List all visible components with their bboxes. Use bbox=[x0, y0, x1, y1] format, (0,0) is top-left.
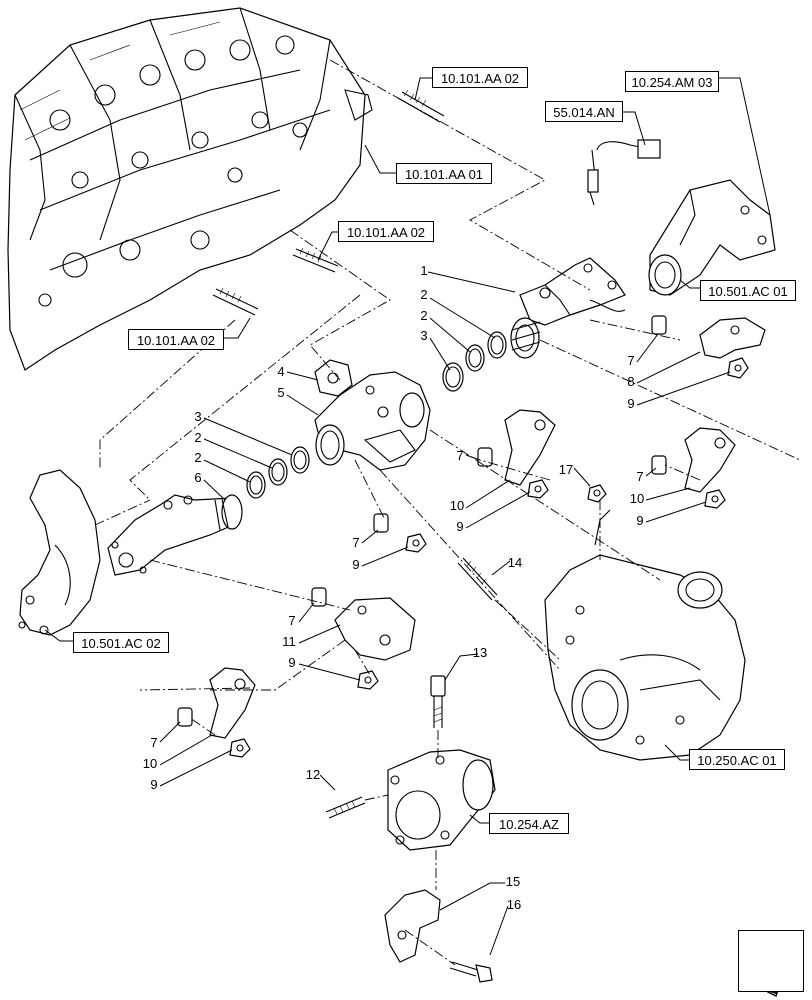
callout-9: 9 bbox=[636, 513, 644, 528]
reference-label-10-101-aa-02-middle[interactable]: 10.101.AA 02 bbox=[338, 221, 434, 242]
reference-label-10-250-ac-01[interactable]: 10.250.AC 01 bbox=[689, 749, 785, 770]
callout-7: 7 bbox=[627, 353, 635, 368]
bushing-7-center bbox=[373, 513, 389, 533]
bolt-16 bbox=[449, 961, 493, 983]
bracket-10-upper bbox=[504, 409, 556, 486]
callout-9: 9 bbox=[150, 777, 158, 792]
nut-9-right bbox=[727, 357, 749, 379]
reference-label-10-254-az[interactable]: 10.254.AZ bbox=[489, 813, 569, 834]
callout-7: 7 bbox=[150, 735, 158, 750]
nut-9-lower bbox=[357, 670, 379, 690]
stud-14 bbox=[457, 557, 498, 601]
manifold-5 bbox=[314, 371, 431, 471]
bushing-7-right bbox=[651, 315, 667, 335]
seal-ring-2-upper-b bbox=[465, 344, 485, 372]
callout-14: 14 bbox=[507, 555, 523, 570]
callout-10: 10 bbox=[629, 491, 645, 506]
bracket-8 bbox=[699, 317, 766, 359]
callout-12: 12 bbox=[305, 767, 321, 782]
callout-7: 7 bbox=[352, 535, 360, 550]
seal-ring-2-upper-a bbox=[487, 331, 507, 359]
seal-ring-3-lower bbox=[290, 446, 310, 474]
callout-17: 17 bbox=[558, 462, 574, 477]
assembly-lines bbox=[94, 59, 801, 966]
bracket-10-right bbox=[684, 427, 736, 493]
callout-16: 16 bbox=[506, 897, 522, 912]
bracket-15 bbox=[384, 889, 441, 963]
stud-upper bbox=[397, 89, 445, 123]
seal-ring-3-upper bbox=[442, 362, 464, 392]
exhaust-elbow-upper bbox=[648, 179, 776, 296]
callout-2: 2 bbox=[420, 287, 428, 302]
callout-8: 8 bbox=[627, 374, 635, 389]
gasket-4 bbox=[314, 359, 353, 397]
reference-label-10-101-aa-02-top[interactable]: 10.101.AA 02 bbox=[432, 67, 528, 88]
callout-2: 2 bbox=[420, 308, 428, 323]
reference-label-10-501-ac-02[interactable]: 10.501.AC 02 bbox=[73, 632, 169, 653]
callout-2: 2 bbox=[194, 430, 202, 445]
callout-7: 7 bbox=[636, 469, 644, 484]
stud-lower bbox=[212, 287, 259, 316]
turbocharger bbox=[544, 509, 746, 761]
callout-15: 15 bbox=[505, 874, 521, 889]
callout-1: 1 bbox=[420, 263, 428, 278]
callout-5: 5 bbox=[277, 385, 285, 400]
nut-9-mid bbox=[527, 479, 549, 499]
callout-4: 4 bbox=[277, 364, 285, 379]
leader-lines bbox=[44, 77, 771, 956]
callout-2: 2 bbox=[194, 450, 202, 465]
nut-17 bbox=[587, 484, 607, 503]
reference-label-10-101-aa-01[interactable]: 10.101.AA 01 bbox=[396, 163, 492, 184]
reference-label-55-014-an[interactable]: 55.014.AN bbox=[545, 101, 623, 122]
bolt-13 bbox=[430, 675, 446, 728]
seal-ring-2-lower-b bbox=[246, 471, 266, 499]
callout-3: 3 bbox=[420, 328, 428, 343]
nut-9-bottom bbox=[229, 738, 251, 758]
nut-9-center bbox=[405, 533, 427, 553]
callout-7: 7 bbox=[288, 613, 296, 628]
bracket-10-lower bbox=[209, 667, 256, 739]
exhaust-pipe-1 bbox=[510, 257, 626, 359]
nut-9-right-lower bbox=[704, 489, 726, 509]
reference-label-10-254-am-03[interactable]: 10.254.AM 03 bbox=[625, 71, 719, 92]
callout-10: 10 bbox=[449, 498, 465, 513]
callout-9: 9 bbox=[627, 396, 635, 411]
exhaust-outlet-elbow bbox=[387, 749, 496, 851]
bushing-7-right-lower bbox=[651, 455, 667, 475]
stud-middle bbox=[292, 247, 339, 273]
exhaust-elbow-lower-left bbox=[18, 469, 101, 636]
callout-3: 3 bbox=[194, 409, 202, 424]
support-11 bbox=[334, 597, 416, 661]
bushing-7-mid bbox=[477, 447, 493, 467]
reference-label-10-501-ac-01[interactable]: 10.501.AC 01 bbox=[700, 280, 796, 301]
callout-6: 6 bbox=[194, 470, 202, 485]
callout-9: 9 bbox=[288, 655, 296, 670]
callout-10: 10 bbox=[142, 756, 158, 771]
exhaust-pipe-6 bbox=[107, 494, 243, 576]
callout-7: 7 bbox=[456, 448, 464, 463]
callout-13: 13 bbox=[472, 645, 488, 660]
next-page-button[interactable] bbox=[738, 930, 804, 992]
oxygen-sensor bbox=[587, 139, 661, 206]
callout-11: 11 bbox=[282, 634, 296, 649]
reference-label-10-101-aa-02-lower[interactable]: 10.101.AA 02 bbox=[128, 329, 224, 350]
seal-ring-2-lower-a bbox=[268, 458, 288, 486]
callout-9: 9 bbox=[456, 519, 464, 534]
stud-12 bbox=[325, 796, 366, 819]
bushing-7-bottom bbox=[177, 707, 193, 727]
callout-9: 9 bbox=[352, 557, 360, 572]
engine-block bbox=[7, 7, 373, 371]
